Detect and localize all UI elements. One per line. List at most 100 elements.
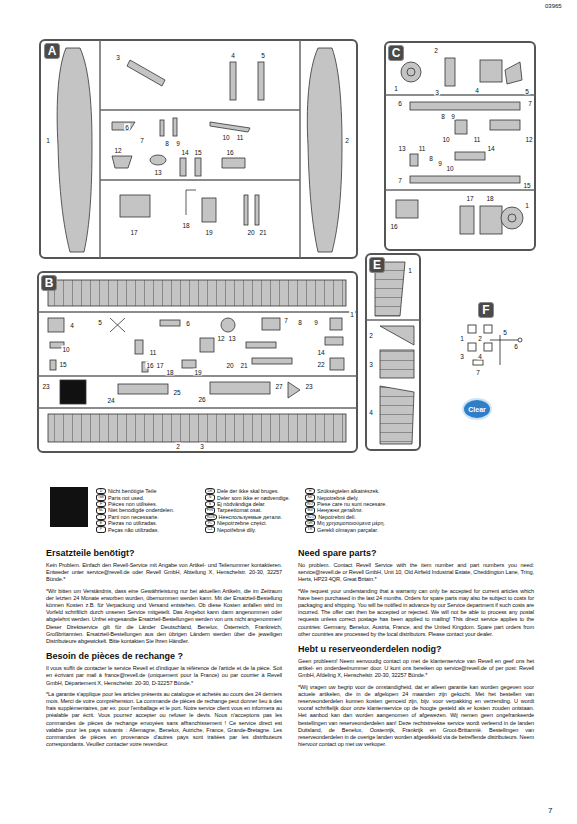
unused-parts-note: Gerekli olmayan parçalar. (317, 527, 378, 533)
part-number: 10 (61, 346, 70, 353)
part-number: 18 (181, 222, 190, 229)
legend-line: TRGerekli olmayan parçalar. (305, 526, 378, 532)
legend-line: DNicht benötigte Teile (96, 488, 156, 494)
unused-parts-note: Niepotrzebne części. (217, 520, 267, 526)
legend-line: FINTarpeettomat osat. (205, 507, 262, 513)
part-number: 18 (485, 195, 494, 202)
legend-line: GRΜη χρησιμοποιούμενα μέρη. (305, 520, 385, 526)
part-number: 18 (165, 369, 174, 376)
sprue-letter: B (41, 275, 57, 291)
language-code: SK (305, 494, 315, 500)
part-number: 2 (344, 137, 350, 144)
legend-line: NLNiet benodigde onderdelen. (96, 507, 174, 513)
part-number: 13 (397, 145, 406, 152)
part-number: 13 (153, 169, 162, 176)
unused-parts-note: Ненспользуемые детали. (219, 514, 282, 520)
part-number: 19 (204, 229, 213, 236)
section-heading: Need spare parts? (298, 548, 534, 559)
part-number: 2 (477, 335, 483, 342)
page-number: 7 (548, 806, 552, 815)
legend-line: GBParts not used. (96, 494, 144, 500)
part-number: 10 (221, 134, 230, 141)
legend-line: CZNepotřebné díly. (205, 526, 256, 532)
body-text: *We request your understanding that a wa… (298, 588, 534, 638)
part-number: 8 (297, 319, 303, 326)
part-number: 1 (524, 202, 530, 209)
part-number: 2 (368, 332, 374, 339)
node-text: A (48, 44, 57, 58)
legend-line: PLNiepotrzebne części. (205, 520, 267, 526)
language-code: NL (96, 507, 106, 513)
unused-parts-note: Nepotřebné díly. (217, 527, 256, 533)
part-number: 7 (283, 317, 289, 324)
part-number: 1 (349, 311, 355, 318)
part-number: 21 (258, 229, 267, 236)
part-number: 10 (441, 136, 450, 143)
part-number: 9 (313, 319, 319, 326)
unused-parts-note: Nepotrebni deli. (318, 514, 356, 520)
part-number: 5 (524, 88, 530, 95)
legend-line: SLONepotrebni deli. (305, 514, 356, 520)
part-number: 9 (450, 113, 456, 120)
part-number: 6 (397, 100, 403, 107)
unused-parts-note: Nepotrebné diely. (317, 495, 359, 501)
body-text: Geen probleem! Neem eenvoudig contact op… (298, 658, 534, 680)
legend-line: DKDele der ikke skal bruges. (205, 488, 279, 494)
part-number: 14 (486, 145, 495, 152)
part-number: 7 (397, 177, 403, 184)
part-number: 1 (45, 137, 51, 144)
part-number: 19 (193, 369, 202, 376)
node-text: E (373, 258, 381, 272)
part-number: 26 (197, 396, 206, 403)
part-number: 11 (473, 136, 482, 143)
part-number: 4 (368, 409, 374, 416)
body-text: Kein Problem. Einfach den Revell-Service… (46, 562, 282, 584)
part-number: 7 (139, 137, 145, 144)
part-number: 4 (69, 322, 75, 329)
section-heading: Hebt u reserveonderdelen nodig? (298, 644, 534, 655)
part-number: 4 (230, 52, 236, 59)
unused-parts-note: Μη χρησιμοποιούμενα μέρη. (317, 520, 385, 526)
part-number: 13 (227, 335, 236, 342)
language-code: GB (96, 494, 106, 500)
legend-line: BGНенужни детайли. (305, 507, 363, 513)
part-number: 16 (225, 149, 234, 156)
part-number: 25 (172, 389, 181, 396)
part-number: 1 (459, 335, 465, 342)
part-number: 11 (418, 145, 427, 152)
legend-line: SKNepotrebné diely. (305, 494, 359, 500)
part-number: 7 (475, 369, 481, 376)
language-code: FIN (205, 507, 215, 513)
body-text: *La garantie s'applique pour les article… (46, 691, 282, 749)
part-number: 11 (236, 134, 245, 141)
part-number: 2 (433, 47, 439, 54)
language-code: TR (305, 526, 315, 532)
unused-parts-note: Szükségtelen alkatrészek. (317, 488, 380, 494)
legend-line: RUSНенспользуемые детали. (205, 514, 282, 520)
part-number: 3 (459, 353, 465, 360)
part-number: 16 (145, 362, 154, 369)
sprue-letter: F (478, 302, 494, 318)
part-number: 12 (216, 335, 225, 342)
part-number: 11 (149, 349, 158, 356)
part-number: 3 (434, 89, 440, 96)
part-number: 23 (304, 383, 313, 390)
section-heading: Ersatzteile benötigt? (46, 548, 282, 559)
legend-line: NDeler som ikke er nødvendige. (205, 494, 290, 500)
part-number: 8 (428, 155, 434, 162)
sprue-letter: C (388, 45, 404, 61)
body-text: No problem. Contact Revell Service with … (298, 562, 534, 584)
section-heading: Besoin de pièces de rechange ? (46, 651, 282, 662)
node-text: Clear (468, 406, 486, 413)
part-number: 21 (239, 362, 248, 369)
part-number: 9 (175, 140, 181, 147)
part-number: 9 (437, 160, 443, 167)
sprue-letter: A (44, 43, 60, 59)
unused-parts-note: Parts not used. (108, 495, 144, 501)
part-number: 1 (407, 267, 413, 274)
part-number: 5 (260, 52, 266, 59)
part-number: 15 (193, 149, 202, 156)
unused-parts-note: Piezas no utilizadas. (108, 520, 157, 526)
body-text: Il vous suffit de contacter le service R… (46, 665, 282, 687)
language-code: CZ (205, 526, 215, 532)
